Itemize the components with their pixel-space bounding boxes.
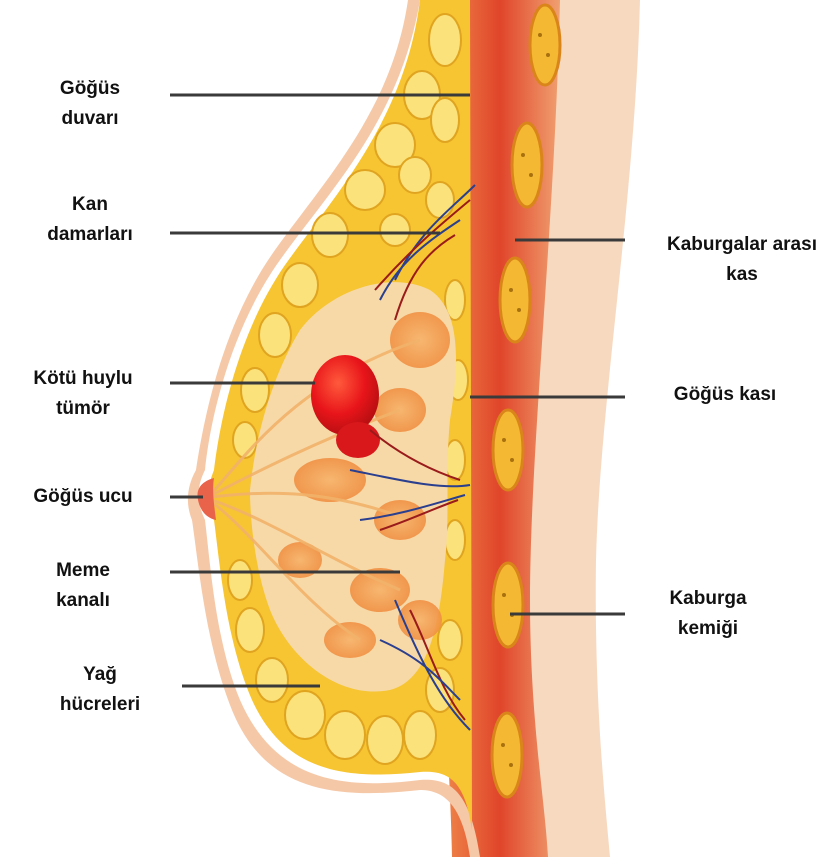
label-chest-muscle: Göğüs kası xyxy=(674,380,776,410)
label-blood-vessels: Kan damarları xyxy=(47,190,133,250)
label-nipple: Göğüs ucu xyxy=(33,482,132,512)
label-fat-cells: Yağ hücreleri xyxy=(60,660,140,720)
label-rib-bone: Kaburga kemiği xyxy=(669,584,746,644)
label-chest-wall: Göğüs duvarı xyxy=(60,74,120,134)
label-milk-duct: Meme kanalı xyxy=(56,556,110,616)
label-intercostal-muscle: Kaburgalar arası kas xyxy=(667,230,817,290)
label-malignant-tumor: Kötü huylu tümör xyxy=(33,364,132,424)
